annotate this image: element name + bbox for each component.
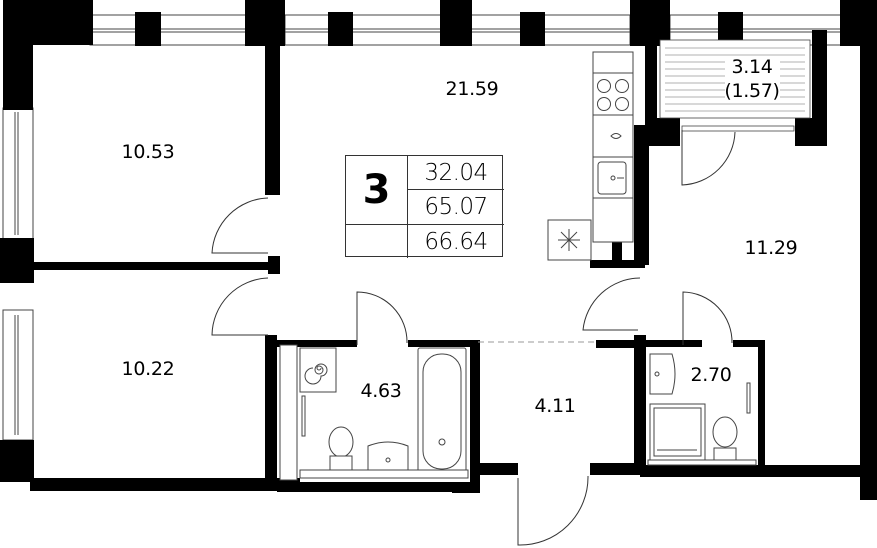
door-wc xyxy=(682,291,733,345)
walls xyxy=(0,0,877,500)
door-bedroom-1 xyxy=(211,197,269,254)
living-area-value: 32.04 xyxy=(408,156,504,190)
doors xyxy=(211,130,736,546)
door-entrance xyxy=(517,475,589,546)
water-drop-icon xyxy=(610,133,622,139)
total-area-with-balcony-value: 66.64 xyxy=(408,224,504,258)
boiler-spiral-icon xyxy=(304,363,328,385)
room-area-kitchen-living: 21.59 xyxy=(445,78,499,101)
summary-empty-cell xyxy=(346,224,408,258)
wc-fixtures xyxy=(647,353,757,466)
washbasin xyxy=(367,441,409,471)
burner-icon xyxy=(615,97,629,111)
room-area-balcony: 3.14 xyxy=(731,56,773,79)
door-bathroom xyxy=(356,291,408,345)
balcony-floor xyxy=(659,39,811,132)
room-area-wc: 2.70 xyxy=(690,364,732,387)
burner-icon xyxy=(615,79,629,93)
wc-toilet xyxy=(712,416,738,448)
door-bedroom-2 xyxy=(211,277,269,336)
door-balcony xyxy=(681,130,736,186)
bathtub xyxy=(422,353,462,470)
door-bedroom-3 xyxy=(582,277,641,331)
toilet xyxy=(328,426,354,458)
windows-left xyxy=(2,107,34,441)
apartment-summary-table: 3 32.04 65.07 66.64 xyxy=(345,155,504,258)
rooms-count: 3 xyxy=(346,156,408,224)
burner-icon xyxy=(597,79,611,93)
burner-icon xyxy=(597,97,611,111)
room-area-hallway: 4.11 xyxy=(534,395,576,418)
kitchen-counter xyxy=(547,51,634,261)
total-area-value: 65.07 xyxy=(424,194,488,220)
room-area-balcony-reduced: (1.57) xyxy=(724,80,780,103)
bathroom-fixtures xyxy=(279,344,469,481)
room-area-bathroom: 4.63 xyxy=(360,380,402,403)
room-area-bedroom-top-left: 10.53 xyxy=(121,141,175,164)
wc-washbasin xyxy=(649,353,676,395)
room-area-bedroom-right: 11.29 xyxy=(744,237,798,260)
room-area-bedroom-bottom-left: 10.22 xyxy=(121,358,175,381)
